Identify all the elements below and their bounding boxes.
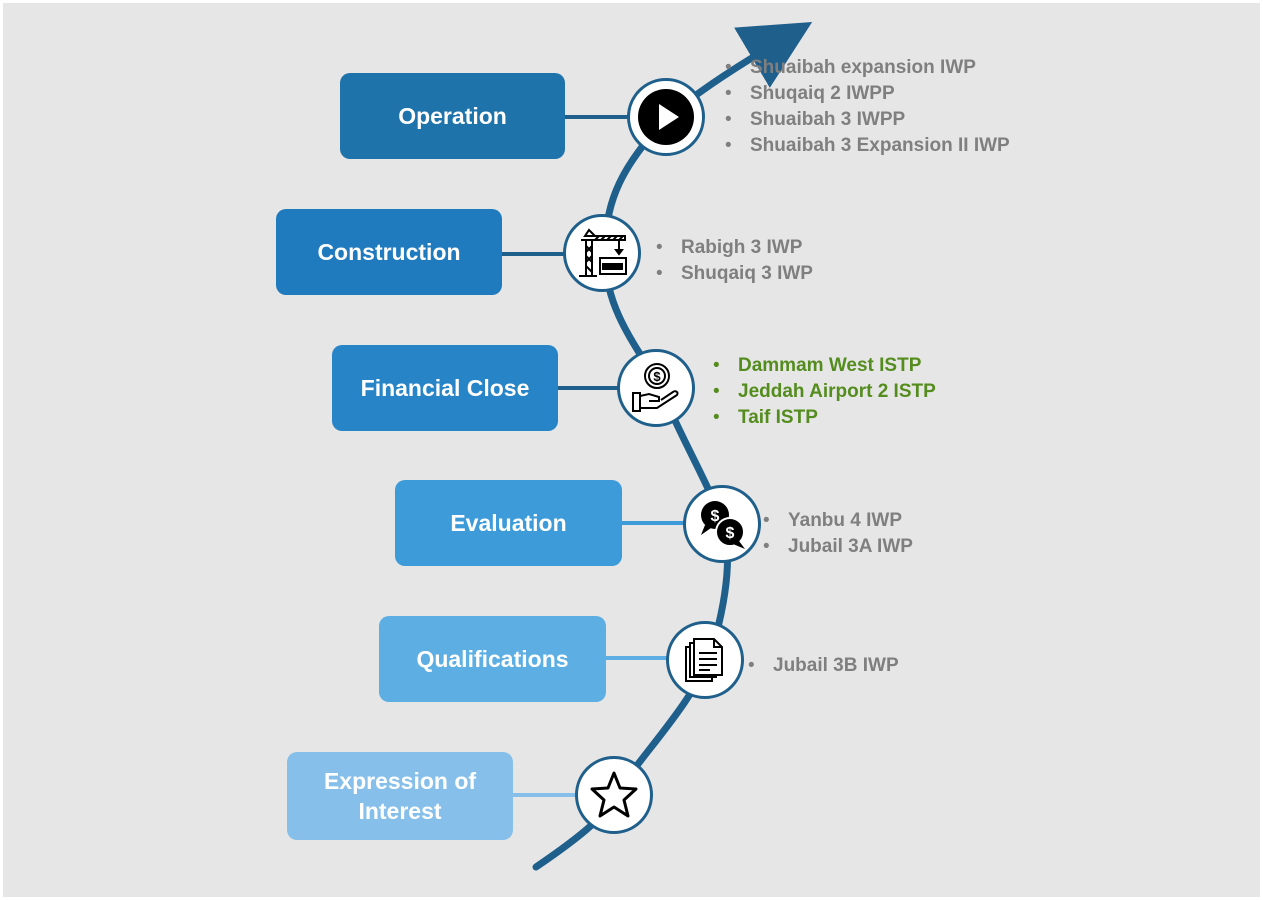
- money-hand-icon: $: [632, 363, 679, 412]
- crane-icon: [579, 228, 627, 277]
- project-list-evaluation: Yanbu 4 IWP Jubail 3A IWP: [763, 508, 913, 560]
- project-item: Shuaibah 3 IWPP: [725, 107, 1010, 133]
- project-list-construction: Rabigh 3 IWP Shuqaiq 3 IWP: [656, 235, 813, 287]
- project-item: Jubail 3A IWP: [763, 534, 913, 560]
- stage-box-evaluation: Evaluation: [395, 480, 622, 566]
- svg-text:$: $: [653, 369, 661, 384]
- project-item: Yanbu 4 IWP: [763, 508, 913, 534]
- node-qualifications: [666, 621, 744, 699]
- project-item: Shuqaiq 2 IWPP: [725, 81, 1010, 107]
- stage-box-expression-of-interest: Expression of Interest: [287, 752, 513, 840]
- stage-box-operation: Operation: [340, 73, 565, 159]
- project-list-qualifications: Jubail 3B IWP: [748, 653, 899, 679]
- dollar-chat-icon: $ $: [701, 501, 745, 549]
- project-item: Taif ISTP: [713, 405, 936, 431]
- star-icon: [590, 771, 638, 818]
- node-operation: [627, 78, 705, 156]
- svg-text:$: $: [726, 525, 735, 542]
- project-item: Shuqaiq 3 IWP: [656, 261, 813, 287]
- diagram-canvas: Operation Construction Financial Close E…: [3, 3, 1260, 897]
- svg-text:$: $: [711, 508, 720, 525]
- project-item: Jeddah Airport 2 ISTP: [713, 379, 936, 405]
- node-construction: [563, 214, 641, 292]
- node-evaluation: $ $: [683, 485, 761, 563]
- timeline-curve: [532, 22, 813, 871]
- stage-box-qualifications: Qualifications: [379, 616, 606, 702]
- project-item: Shuaibah expansion IWP: [725, 55, 1010, 81]
- project-item: Dammam West ISTP: [713, 353, 936, 379]
- documents-icon: [685, 638, 723, 682]
- project-list-operation: Shuaibah expansion IWP Shuqaiq 2 IWPP Sh…: [725, 55, 1010, 159]
- stage-box-financial-close: Financial Close: [332, 345, 558, 431]
- play-icon: [638, 89, 694, 145]
- stage-box-construction: Construction: [276, 209, 502, 295]
- node-expression-of-interest: [575, 756, 653, 834]
- project-item: Rabigh 3 IWP: [656, 235, 813, 261]
- project-item: Shuaibah 3 Expansion II IWP: [725, 133, 1010, 159]
- project-list-financial-close: Dammam West ISTP Jeddah Airport 2 ISTP T…: [713, 353, 936, 431]
- node-financial-close: $: [617, 349, 695, 427]
- project-item: Jubail 3B IWP: [748, 653, 899, 679]
